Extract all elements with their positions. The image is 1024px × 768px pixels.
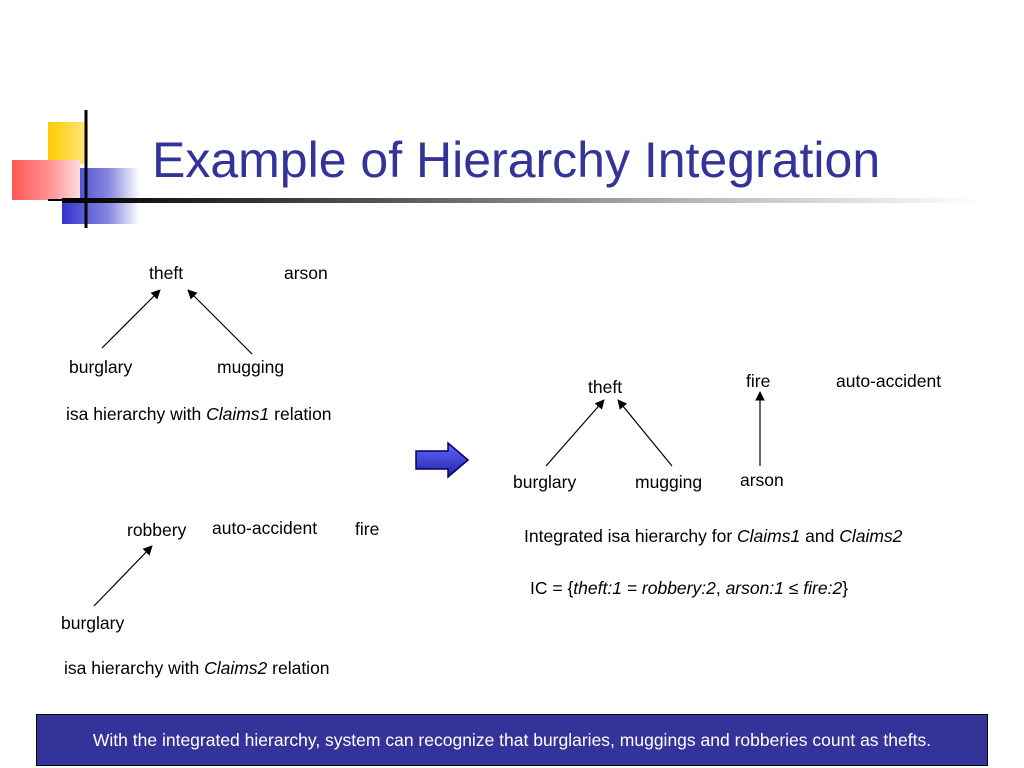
- caption-claims2: isa hierarchy with Claims2 relation: [64, 657, 330, 679]
- arrow-mugging-to-theft-claims1: [187, 289, 253, 355]
- caption-integrated-prefix: Integrated isa hierarchy for: [524, 526, 738, 546]
- ic-comma: ,: [715, 578, 726, 598]
- caption-claims1-suffix: relation: [269, 404, 332, 424]
- node-burglary-integrated: burglary: [513, 472, 577, 492]
- ic-part3: arson:1: [725, 578, 784, 598]
- node-mugging-claims1: mugging: [217, 357, 285, 377]
- arrow-burglary-to-theft-claims1: [101, 289, 161, 349]
- node-theft-claims1: theft: [149, 263, 184, 283]
- node-mugging-integrated: mugging: [635, 472, 703, 492]
- caption-claims2-relation: Claims2: [204, 658, 268, 678]
- caption-claims2-suffix: relation: [267, 658, 330, 678]
- arrow-burglary-to-theft-integrated: [545, 399, 605, 467]
- page-title: Example of Hierarchy Integration: [152, 132, 881, 188]
- arrow-mugging-to-theft-integrated: [617, 399, 673, 467]
- caption-claims2-prefix: isa hierarchy with: [64, 658, 205, 678]
- squares-decoration-icon: [12, 110, 140, 228]
- ic-part1: theft:1: [573, 578, 622, 598]
- node-burglary-claims1: burglary: [69, 357, 133, 377]
- caption-claims1: isa hierarchy with Claims1 relation: [66, 403, 332, 425]
- caption-integrated-rel2: Claims2: [839, 526, 903, 546]
- node-auto-accident-integrated: auto-accident: [836, 371, 942, 391]
- node-robbery-claims2: robbery: [127, 520, 187, 540]
- arrow-burglary-to-robbery-claims2: [93, 545, 153, 607]
- right-arrow-icon: [415, 441, 470, 479]
- caption-claims1-relation: Claims1: [206, 404, 270, 424]
- node-arson-integrated: arson: [740, 470, 784, 490]
- node-auto-accident-claims2: auto-accident: [212, 518, 318, 538]
- node-fire-claims2: fire: [355, 519, 380, 539]
- ic-eq: =: [621, 578, 642, 598]
- ic-suffix: }: [842, 578, 849, 598]
- caption-integrated-and: and: [800, 526, 840, 546]
- node-burglary-claims2: burglary: [61, 613, 125, 633]
- node-fire-integrated: fire: [746, 371, 771, 391]
- ic-prefix: IC = {: [530, 578, 574, 598]
- node-arson-claims1: arson: [284, 263, 328, 283]
- ic-part4: fire:2: [803, 578, 843, 598]
- caption-integrated-rel1: Claims1: [737, 526, 801, 546]
- summary-banner: With the integrated hierarchy, system ca…: [36, 714, 988, 766]
- title-divider: [62, 198, 982, 203]
- ic-part2: robbery:2: [641, 578, 716, 598]
- caption-integrated: Integrated isa hierarchy for Claims1 and…: [524, 525, 902, 547]
- node-theft-integrated: theft: [588, 377, 623, 397]
- ic-le: ≤: [783, 578, 804, 598]
- caption-claims1-prefix: isa hierarchy with: [66, 404, 207, 424]
- integrity-constraint: IC = {theft:1 = robbery:2, arson:1 ≤ fir…: [530, 577, 848, 599]
